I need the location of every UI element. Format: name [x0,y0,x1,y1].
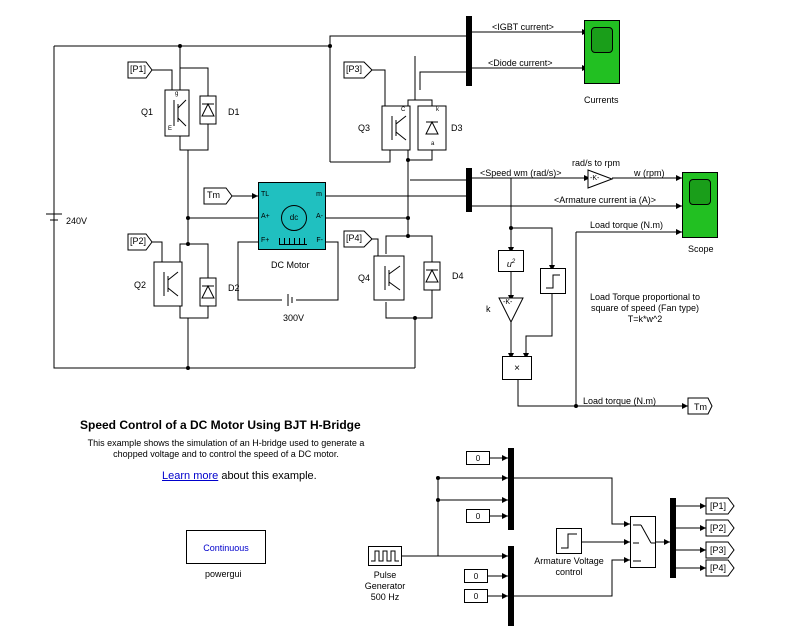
armature-voltage-label: Armature Voltage control [534,556,604,577]
goto-p3-tag[interactable] [705,541,735,559]
goto-tm-tag[interactable] [687,397,713,415]
constant-2[interactable]: 0 [466,509,490,523]
p4-tag-label: [P4] [346,233,363,243]
q1-label: Q1 [141,107,154,117]
learn-more-link[interactable]: Learn more [162,470,219,482]
pulse-waveform-icon [371,550,399,562]
product-symbol: × [514,363,520,374]
port-m: m [316,191,322,198]
port-a-plus: A+ [261,213,270,220]
goto-p4-label: [P4] [710,563,727,573]
scope-label: Scope [688,244,714,254]
q3-label: Q3 [358,123,371,133]
tm-in-label: Tm [207,190,220,200]
currents-scope[interactable] [584,20,620,84]
p2-tag-label: [P2] [130,236,147,246]
page-title: Speed Control of a DC Motor Using BJT H-… [80,418,361,432]
from-tm-tag[interactable] [203,187,233,205]
multiport-switch[interactable] [630,516,656,568]
armature-current-label: <Armature current ia (A)> [554,195,657,205]
powergui-block[interactable]: Continuous [186,530,266,564]
pulse-generator-label: Pulse Generator 500 Hz [364,570,406,602]
d4-label: D4 [452,271,464,281]
k-label: k [486,304,491,314]
d3-label: D3 [451,123,463,133]
speed-scope-screen [689,179,711,205]
d1-label: D1 [228,107,240,117]
goto-p2-label: [P2] [710,523,727,533]
field-coil [279,238,307,245]
motor-label: DC Motor [271,260,310,270]
q2-label: Q2 [134,280,147,290]
igbt-current-label: <IGBT current> [492,22,554,32]
learn-more-suffix: about this example. [218,470,317,482]
powergui-label: powergui [205,569,242,579]
w-rpm-label: w (rpm) [634,168,665,178]
from-p1-tag[interactable] [127,61,153,79]
d2-label: D2 [228,283,240,293]
tm-out-label: Tm [694,402,707,412]
currents-scope-label: Currents [584,95,619,105]
q1-emitter-port: E [168,126,173,132]
constant-3[interactable]: 0 [464,569,488,583]
step-icon [561,533,577,549]
rads-to-rpm-gain[interactable] [587,169,614,189]
port-f-plus: F+ [261,237,270,244]
source-label: 240V [66,216,88,226]
from-p4-tag[interactable] [343,230,373,248]
constant-4[interactable]: 0 [464,589,488,603]
igbt-q2-block[interactable] [153,261,183,307]
p3-tag-label: [P3] [346,64,363,74]
goto-p4-tag[interactable] [705,559,735,577]
rads-gain-text: -K- [590,175,600,182]
speed-scope[interactable] [682,172,718,238]
square-u: u [506,259,512,269]
q4-label: Q4 [358,273,371,283]
currents-scope-screen [591,27,613,53]
field-source-label: 300V [283,313,305,323]
load-torque-label-2: Load torque (N.m) [583,396,657,406]
dc-motor-block[interactable]: dc TL m A+ A- F+ F- [258,182,326,250]
k-gain[interactable] [498,297,524,324]
goto-p2-tag[interactable] [705,519,735,537]
p1-tag-label: [P1] [130,64,147,74]
rads-to-rpm-label: rad/s to rpm [572,158,621,168]
load-torque-note: Load Torque proportional to square of sp… [590,292,700,324]
square-exponent: 2 [511,259,516,265]
q1-gate-port: g [175,91,179,97]
port-a-minus: A- [316,213,323,220]
d3-cathode-port: k [436,107,439,113]
load-torque-label-1: Load torque (N.m) [590,220,664,230]
square-block[interactable]: u2 [498,250,524,272]
speed-wm-label: <Speed wm (rad/s)> [480,168,562,178]
learn-more-line: Learn more about this example. [162,470,317,482]
motor-circle: dc [281,205,307,231]
d3-anode-port: a [431,141,435,147]
goto-p1-label: [P1] [710,501,727,511]
product-block[interactable]: × [502,356,532,380]
page-description: This example shows the simulation of an … [87,438,365,459]
switch-icon [633,524,655,562]
port-tl: TL [261,191,270,198]
goto-p1-tag[interactable] [705,497,735,515]
igbt-q1-block[interactable] [164,89,190,137]
constant-1[interactable]: 0 [466,451,490,465]
powergui-mode: Continuous [203,543,249,553]
from-p3-tag[interactable] [343,61,373,79]
from-p2-tag[interactable] [127,233,153,251]
k-gain-text: -K- [503,299,513,306]
goto-p3-label: [P3] [710,545,727,555]
armature-step-block[interactable] [556,528,582,554]
lookup-icon [546,274,560,289]
q3-collector-port: C [401,107,406,113]
sign-lookup-block[interactable] [540,268,566,294]
port-f-minus: F- [316,237,323,244]
pulse-generator-block[interactable] [368,546,402,566]
diode-current-label: <Diode current> [488,58,553,68]
